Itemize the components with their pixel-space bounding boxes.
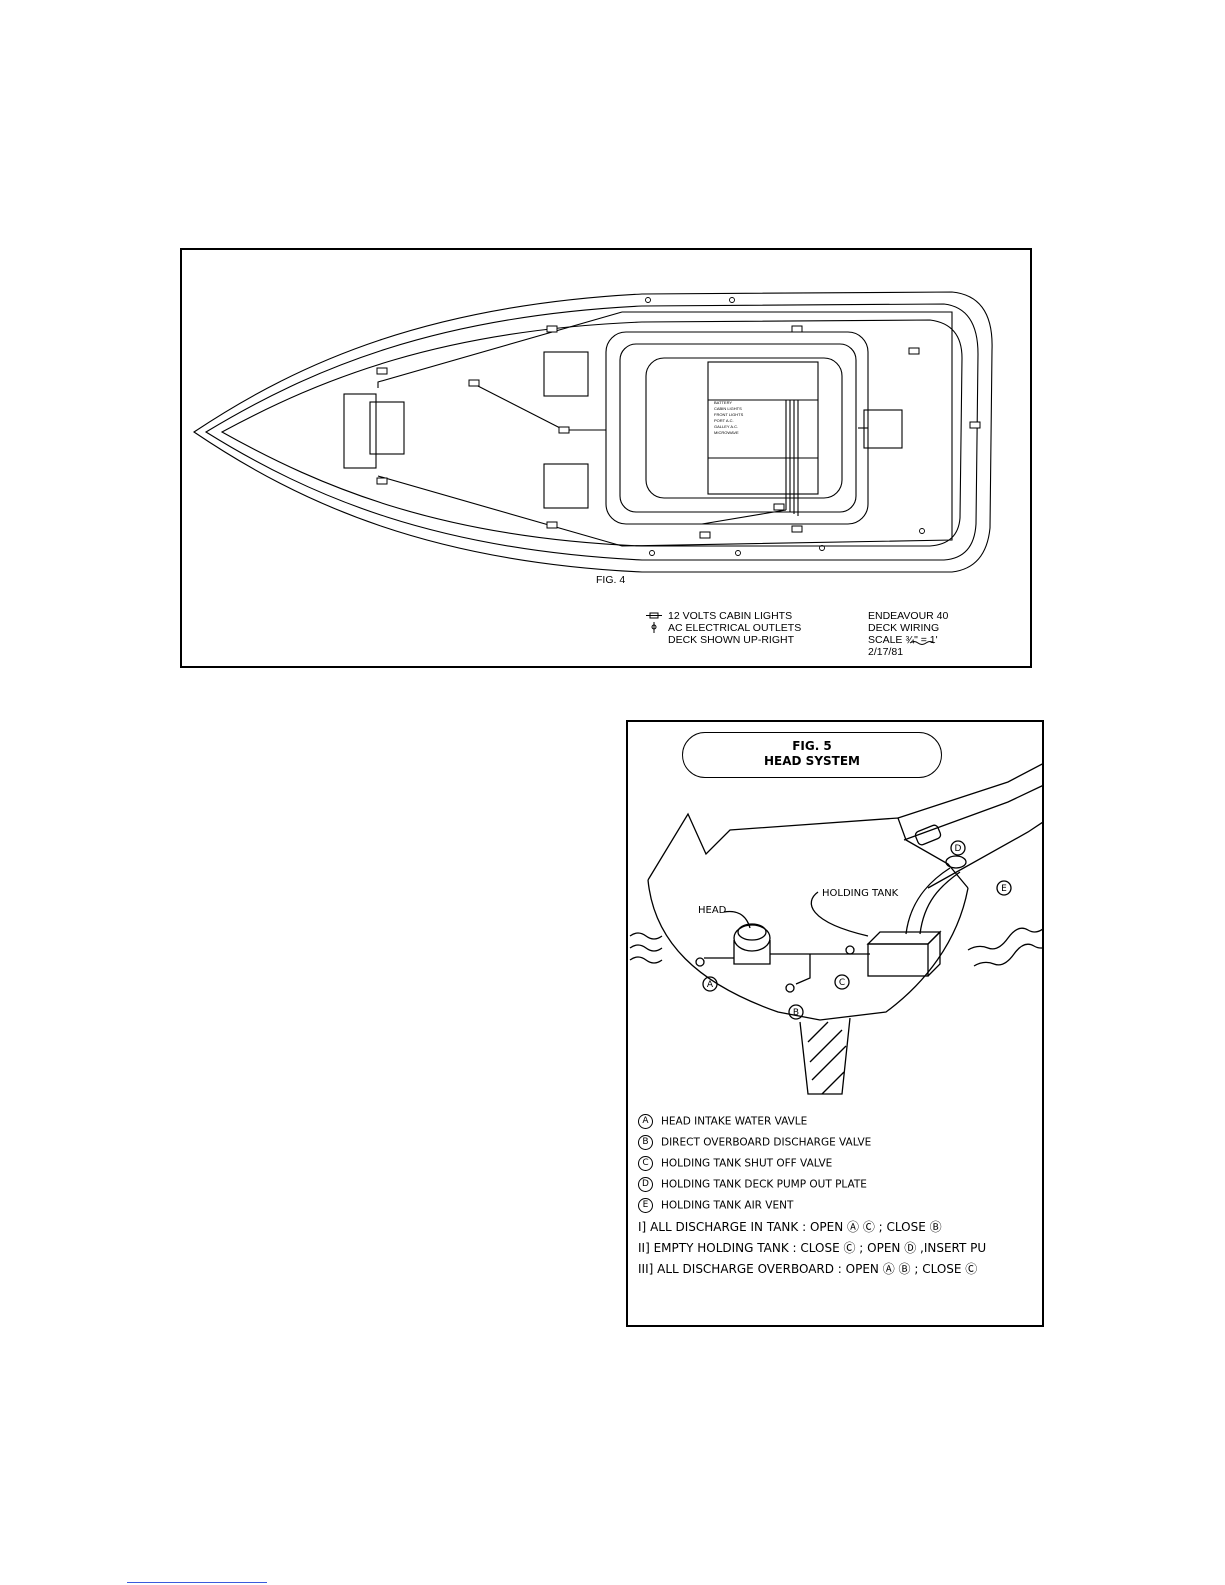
legend-key-c: C xyxy=(638,1156,653,1171)
label-a: A xyxy=(707,980,714,990)
label-e: E xyxy=(1001,884,1007,894)
label-d: D xyxy=(955,844,962,854)
instruction-1: I] ALL DISCHARGE IN TANK : OPEN Ⓐ Ⓒ ; CL… xyxy=(638,1218,942,1235)
svg-text:CABIN LIGHTS: CABIN LIGHTS xyxy=(714,406,742,411)
legend-text-d: HOLDING TANK DECK PUMP OUT PLATE xyxy=(661,1178,867,1191)
label-c: C xyxy=(839,978,845,988)
figure-5-head-system: FIG. 5 HEAD SYSTEM xyxy=(626,720,1044,1327)
instruction-3: III] ALL DISCHARGE OVERBOARD : OPEN Ⓐ Ⓑ … xyxy=(638,1260,977,1277)
instruction-3-text: ALL DISCHARGE OVERBOARD : OPEN Ⓐ Ⓑ ; CLO… xyxy=(657,1262,978,1276)
figure-5-title: FIG. 5 xyxy=(792,739,832,753)
legend-deck-note: DECK SHOWN UP-RIGHT xyxy=(668,634,794,646)
legend-text-c: HOLDING TANK SHUT OFF VALVE xyxy=(661,1157,833,1170)
svg-text:GALLEY A.C.: GALLEY A.C. xyxy=(714,424,738,429)
head-system-illustration: A B C D E HEAD HOLDING TANK xyxy=(629,763,1042,1095)
figure-4-caption: FIG. 4 xyxy=(596,574,626,586)
legend-cabin-lights: 12 VOLTS CABIN LIGHTS xyxy=(668,610,793,622)
legend-key-a: A xyxy=(638,1114,653,1129)
figure-5-subtitle: HEAD SYSTEM xyxy=(764,754,860,768)
instruction-1-text: ALL DISCHARGE IN TANK : OPEN Ⓐ Ⓒ ; CLOSE… xyxy=(650,1220,942,1234)
instruction-2-num: II] xyxy=(638,1241,650,1255)
svg-text:BATTERY: BATTERY xyxy=(714,400,732,405)
legend-ac-outlets: AC ELECTRICAL OUTLETS xyxy=(668,622,802,634)
instruction-3-num: III] xyxy=(638,1262,654,1276)
svg-text:PORT A.C.: PORT A.C. xyxy=(714,418,734,423)
label-holding-tank: HOLDING TANK xyxy=(822,888,899,899)
legend-text-a: HEAD INTAKE WATER VAVLE xyxy=(661,1115,808,1128)
legend-key-d: D xyxy=(638,1177,653,1192)
legend-row-a: A HEAD INTAKE WATER VAVLE xyxy=(638,1114,807,1129)
title-block-subtitle: DECK WIRING xyxy=(868,622,940,634)
legend-text-b: DIRECT OVERBOARD DISCHARGE VALVE xyxy=(661,1136,872,1149)
legend-row-c: C HOLDING TANK SHUT OFF VALVE xyxy=(638,1156,832,1171)
title-block-name: ENDEAVOUR 40 xyxy=(868,610,949,622)
svg-text:MICROWAVE: MICROWAVE xyxy=(714,430,739,435)
svg-text:FRONT LIGHTS: FRONT LIGHTS xyxy=(714,412,744,417)
label-head: HEAD xyxy=(698,905,727,916)
title-block-date: 2/17/81 xyxy=(868,646,904,658)
label-b: B xyxy=(793,1008,799,1018)
legend-key-b: B xyxy=(638,1135,653,1150)
deck-wiring-drawing: BATTERY CABIN LIGHTS FRONT LIGHTS PORT A… xyxy=(193,291,993,645)
instruction-2-text: EMPTY HOLDING TANK : CLOSE Ⓒ ; OPEN Ⓓ ,I… xyxy=(653,1241,987,1255)
figure-5-title-box: FIG. 5 HEAD SYSTEM xyxy=(682,732,942,778)
legend-row-b: B DIRECT OVERBOARD DISCHARGE VALVE xyxy=(638,1135,871,1150)
title-block-scale: SCALE ¾" = 1' xyxy=(868,634,938,646)
legend-row-d: D HOLDING TANK DECK PUMP OUT PLATE xyxy=(638,1177,867,1192)
instruction-2: II] EMPTY HOLDING TANK : CLOSE Ⓒ ; OPEN … xyxy=(638,1239,986,1256)
legend-row-e: E HOLDING TANK AIR VENT xyxy=(638,1198,793,1213)
legend-key-e: E xyxy=(638,1198,653,1213)
legend-text-e: HOLDING TANK AIR VENT xyxy=(661,1199,794,1212)
instruction-1-num: I] xyxy=(638,1220,647,1234)
figure-4-deck-wiring: BATTERY CABIN LIGHTS FRONT LIGHTS PORT A… xyxy=(180,248,1032,668)
footnote-separator xyxy=(127,1582,267,1583)
